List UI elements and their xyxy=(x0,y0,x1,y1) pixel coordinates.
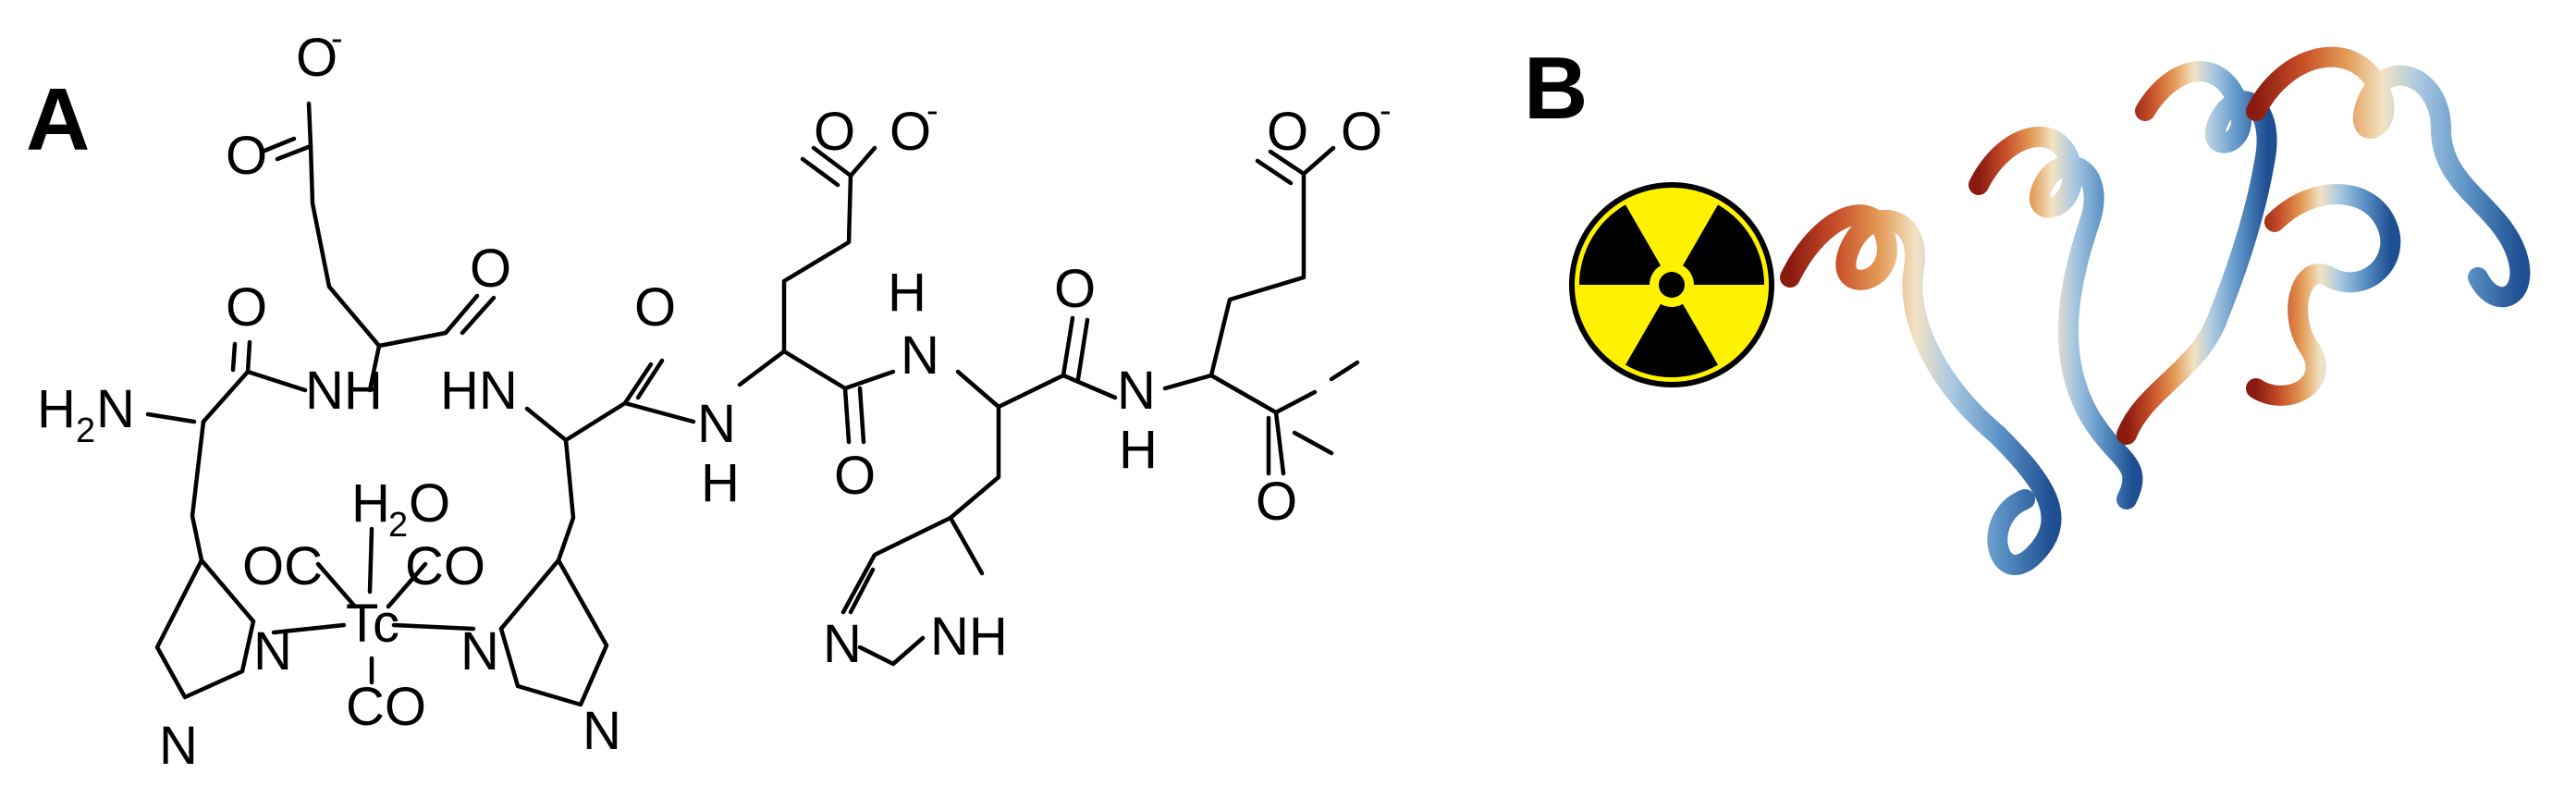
amide-n-4: N xyxy=(1117,361,1156,421)
panel-b-label: B xyxy=(1524,39,1588,138)
protein-ribbon xyxy=(1780,46,2531,575)
carbonyl-oxygen-2: O xyxy=(226,277,267,338)
carbonyl-oxygen-1: O xyxy=(226,126,267,186)
water-sub: 2 xyxy=(388,506,408,545)
molecule-bonds xyxy=(145,101,1360,707)
carbonyl-oxygen-7: O xyxy=(1256,472,1297,532)
amide-h-2: H xyxy=(701,453,740,513)
imidazole-n-4: N xyxy=(583,701,621,761)
amide-h-3: H xyxy=(888,263,926,323)
imidazole-n-3: N xyxy=(460,621,499,681)
carboxylate-oxygen-2: O xyxy=(814,102,855,162)
imidazole-n-1: N xyxy=(159,716,198,776)
imidazole-nh: NH xyxy=(930,607,1008,667)
ligand-co-1: CO xyxy=(405,536,485,596)
carboxylate-charge-1: - xyxy=(331,19,343,58)
imidazole-n-2: N xyxy=(253,621,292,681)
amine-sub: 2 xyxy=(76,411,95,450)
amide-h-4: H xyxy=(1119,420,1158,480)
panel-b: B xyxy=(1524,39,2531,575)
carboxylate-charge-3: - xyxy=(1380,92,1392,130)
imidazole-n-5: N xyxy=(823,614,862,674)
amide-nh-1: NH xyxy=(305,361,383,421)
radiation-hazard-icon xyxy=(1569,182,1774,387)
carbonyl-oxygen-6: O xyxy=(1054,259,1096,319)
ligand-co-2: CO xyxy=(346,677,426,737)
carbonyl-oxygen-4: O xyxy=(634,277,676,338)
atom-labels: O - O O O - O O - O O O O O O H 2 N NH H… xyxy=(37,19,1392,776)
amine-h: H xyxy=(37,379,76,439)
ligand-oc: OC xyxy=(242,536,323,596)
water-h: H xyxy=(351,473,390,534)
panel-a: A xyxy=(26,19,1392,776)
amide-n-2: N xyxy=(697,394,736,454)
carboxylate-oxygen-1: O xyxy=(296,28,337,88)
water-o: O xyxy=(409,473,450,534)
panel-a-label: A xyxy=(26,70,90,169)
amine-n: N xyxy=(96,379,135,439)
amide-hn-1: HN xyxy=(440,361,518,421)
carbonyl-oxygen-3: O xyxy=(470,239,511,299)
carboxylate-oxygen-4: O xyxy=(1267,102,1308,162)
technetium-atom: Tc xyxy=(346,594,399,654)
carboxylate-oxygen-3: O xyxy=(889,102,931,162)
carboxylate-oxygen-5: O xyxy=(1341,102,1382,162)
carbonyl-oxygen-5: O xyxy=(834,446,876,506)
amide-n-3: N xyxy=(901,325,939,386)
carboxylate-charge-2: - xyxy=(926,92,938,130)
